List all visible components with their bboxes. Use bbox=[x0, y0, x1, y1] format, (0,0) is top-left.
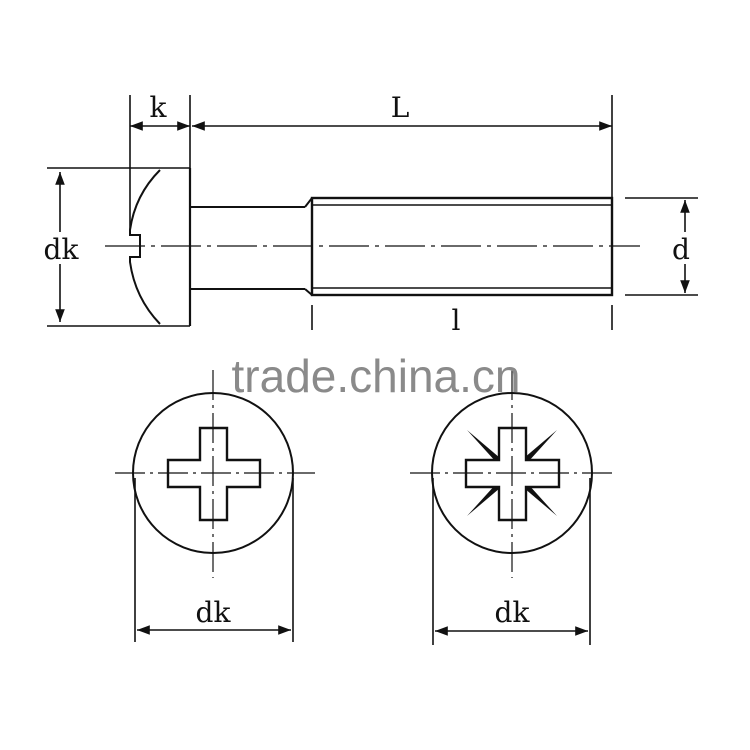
pozidriv-tick-marks bbox=[467, 430, 557, 516]
L-label: L bbox=[391, 91, 410, 124]
phillips-dk-label: dk bbox=[196, 596, 232, 629]
d-label: d bbox=[672, 233, 690, 266]
dk-label: dk bbox=[44, 233, 80, 266]
phillips-top-view bbox=[115, 370, 315, 642]
phillips-recess bbox=[166, 426, 262, 522]
pozidriv-top-view bbox=[410, 370, 615, 645]
watermark: trade.china.cn bbox=[232, 350, 521, 402]
dk-label-background bbox=[42, 232, 82, 264]
pozidriv-dk-label: dk bbox=[495, 596, 531, 629]
head-dome bbox=[129, 169, 161, 325]
k-label: k bbox=[150, 91, 168, 124]
side-view bbox=[47, 95, 698, 330]
d-label-background bbox=[668, 232, 698, 264]
l-label: l bbox=[452, 304, 461, 337]
